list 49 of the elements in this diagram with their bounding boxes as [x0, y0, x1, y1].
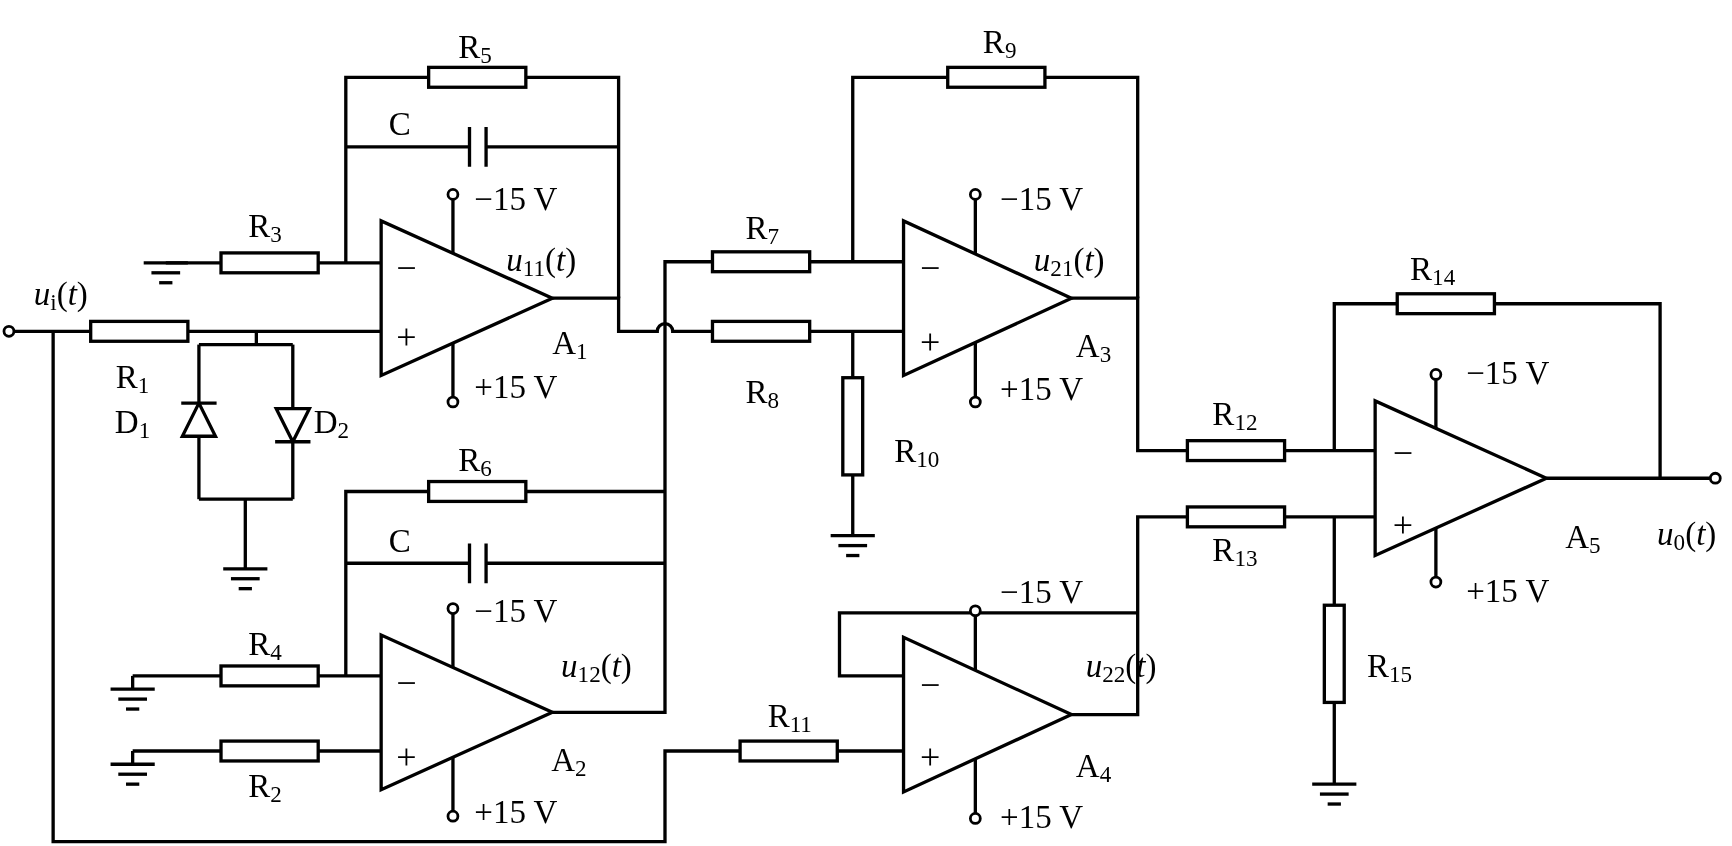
supply-voltage-label: −15 V [1466, 356, 1550, 390]
opamp-label: A$_{4}$ [1075, 749, 1112, 787]
input-polarity-sign: − [919, 666, 941, 703]
component-label: R$_{5}$ [458, 30, 492, 67]
input-polarity-sign: + [919, 738, 941, 775]
component-label: C [388, 107, 411, 141]
supply-voltage-label: +15 V [474, 795, 558, 829]
input-polarity-sign: − [919, 250, 941, 287]
supply-voltage-label: −15 V [474, 182, 558, 216]
supply-voltage-label: −15 V [1000, 575, 1084, 609]
component-label: R$_{7}$ [745, 211, 779, 249]
supply-voltage-label: +15 V [1000, 372, 1084, 406]
component-label: D$_{1}$ [114, 405, 151, 443]
input-polarity-sign: − [396, 250, 417, 287]
input-polarity-sign: + [1392, 506, 1413, 543]
component-label: R$_{12}$ [1212, 398, 1258, 435]
component-label: R$_{9}$ [982, 25, 1017, 63]
component-label: R$_{14}$ [1410, 252, 1456, 290]
opamp-label: A$_{3}$ [1075, 329, 1112, 367]
supply-voltage-label: −15 V [1000, 182, 1084, 216]
opamp-label: A$_{2}$ [551, 743, 587, 781]
signal-label: u$_{11}$(t) [506, 243, 577, 281]
component-label: R$_{8}$ [745, 375, 779, 413]
input-polarity-sign: + [919, 324, 941, 361]
opamp-label: A$_{1}$ [552, 326, 588, 364]
signal-label: u$_{21}$(t) [1033, 243, 1105, 281]
input-polarity-sign: + [396, 738, 417, 775]
component-label: R$_{4}$ [248, 627, 282, 665]
input-polarity-sign: − [396, 664, 417, 701]
signal-label: u$_{i}$(t) [33, 277, 88, 315]
component-label: R$_{2}$ [248, 769, 282, 806]
component-label: R$_{13}$ [1212, 533, 1258, 571]
component-label: D$_{2}$ [313, 405, 350, 443]
component-label: R$_{10}$ [894, 434, 940, 472]
opamp-label: A$_{5}$ [1565, 520, 1601, 558]
component-label: R$_{15}$ [1367, 649, 1413, 687]
component-label: R$_{1}$ [115, 360, 150, 398]
supply-voltage-label: −15 V [474, 594, 558, 628]
signal-label: u$_{12}$(t) [561, 649, 632, 687]
input-polarity-sign: − [1392, 434, 1413, 471]
component-label: R$_{6}$ [458, 443, 492, 481]
supply-voltage-label: +15 V [1466, 574, 1550, 608]
supply-voltage-label: +15 V [474, 370, 558, 404]
input-polarity-sign: + [396, 318, 417, 355]
component-label: R$_{11}$ [767, 699, 812, 737]
component-label: R$_{3}$ [248, 209, 282, 246]
component-label: C [388, 524, 411, 558]
signal-label: u$_{0}$(t) [1657, 517, 1717, 555]
supply-voltage-label: +15 V [1000, 800, 1084, 834]
